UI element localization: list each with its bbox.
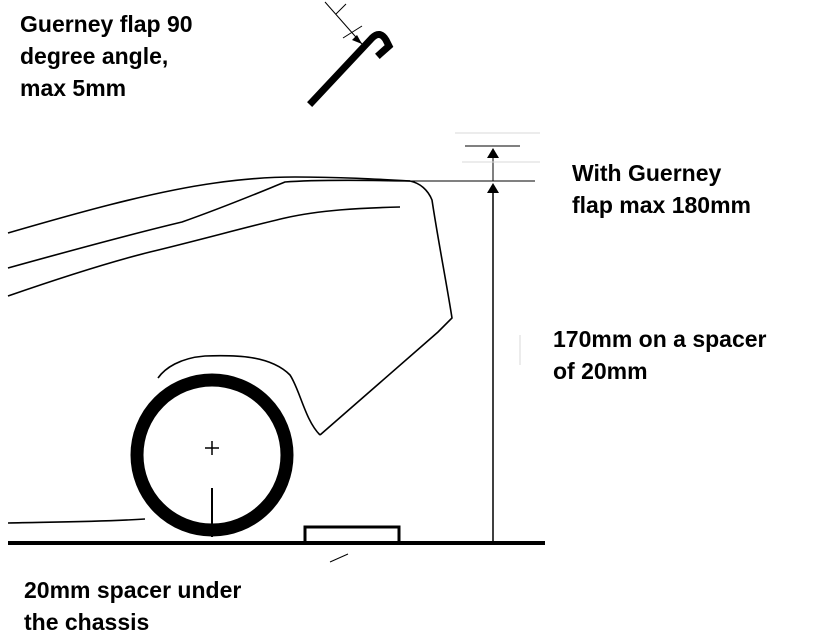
guerney-flap-profile-icon	[307, 1, 394, 107]
spacer-label: 20mm spacer under the chassis	[24, 574, 241, 638]
spacer-label-line1: 20mm spacer under	[24, 577, 242, 603]
with-guerney-label-line1: With Guerney	[572, 160, 722, 186]
with-guerney-label-line2: flap max 180mm	[572, 192, 751, 218]
wheel-icon	[130, 373, 294, 537]
with-guerney-label: With Guerney flap max 180mm	[572, 157, 751, 221]
spacer-pointer	[329, 553, 349, 563]
spacer-block	[303, 525, 401, 543]
axle-center-cross-icon	[205, 441, 219, 455]
faint-artifacts	[455, 132, 540, 365]
height-dimension-arrow-up	[487, 183, 499, 193]
spacer-label-line2: the chassis	[24, 609, 150, 635]
guerney-dimension-arrow-up	[487, 148, 499, 158]
height-label-line1: 170mm on a spacer	[553, 326, 767, 352]
guerney-flap-label-line2: degree angle,	[20, 43, 169, 69]
height-label-line2: of 20mm	[553, 358, 648, 384]
guerney-flap-label-line1: Guerney flap 90	[20, 11, 193, 37]
car-body-outline	[7, 176, 453, 524]
guerney-flap-label-line3: max 5mm	[20, 75, 127, 101]
guerney-flap-label: Guerney flap 90 degree angle, max 5mm	[20, 8, 193, 104]
height-label: 170mm on a spacer of 20mm	[553, 323, 767, 387]
